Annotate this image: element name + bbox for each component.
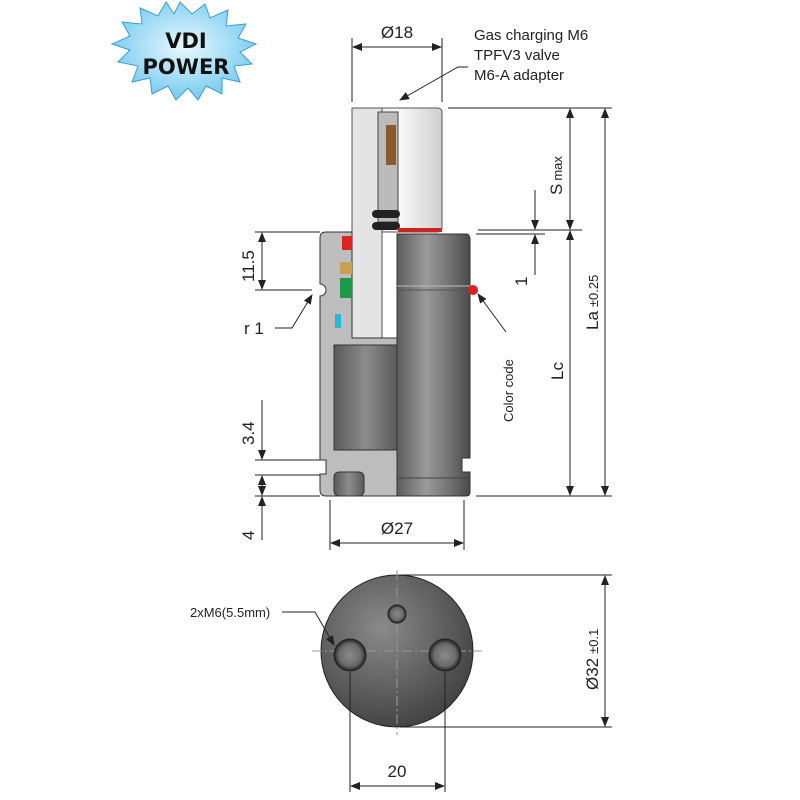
valve-callout-line3: M6-A adapter	[474, 67, 564, 84]
mounting-hole-left	[333, 638, 367, 672]
side-view	[319, 107, 478, 497]
color-code-callout: Color code	[477, 293, 516, 422]
dim-lengths: Smax 1 La±0.25 Lc	[448, 107, 612, 497]
one-mm-label: 1	[512, 277, 531, 286]
valve-callout-line2: TPFV3 valve	[474, 47, 560, 64]
mounting-hole-right	[428, 638, 462, 672]
logo-line1: VDI	[165, 29, 207, 53]
flange-diameter-label: Ø32±0.1	[583, 629, 602, 690]
hole-spacing-label: 20	[388, 762, 407, 781]
valve-callout: Gas charging M6 TPFV3 valve M6-A adapter	[399, 27, 588, 101]
rod-diameter-label: Ø18	[381, 23, 413, 42]
la-label: La±0.25	[583, 275, 602, 330]
body-diameter-label: Ø27	[381, 519, 413, 538]
dim-body-diameter: Ø27	[329, 500, 465, 550]
dim-rod-diameter: Ø18	[351, 23, 443, 102]
body-exterior	[396, 233, 471, 497]
color-code-label: Color code	[501, 359, 516, 422]
groove-bottom-label: 3.4	[239, 421, 258, 445]
color-code-dot	[468, 285, 478, 295]
lc-label: Lc	[548, 362, 567, 380]
dim-flange-diameter: Ø32±0.1	[400, 574, 612, 728]
threads-label: 2xM6(5.5mm)	[190, 605, 270, 620]
valve-callout-line1: Gas charging M6	[474, 27, 588, 44]
stroke-label: Smax	[547, 156, 566, 195]
bottom-view: 2xM6(5.5mm)	[190, 570, 482, 735]
center-hole	[387, 604, 407, 624]
logo-line2: POWER	[143, 55, 230, 79]
groove-height-label: 11.5	[239, 250, 258, 282]
dim-hole-spacing: 20	[349, 672, 446, 792]
vdi-power-logo: VDI POWER	[110, 1, 258, 101]
base-label: 4	[239, 531, 258, 540]
dim-left: 11.5 r 1 3.4 4	[239, 231, 320, 540]
radius-label: r 1	[244, 319, 264, 338]
